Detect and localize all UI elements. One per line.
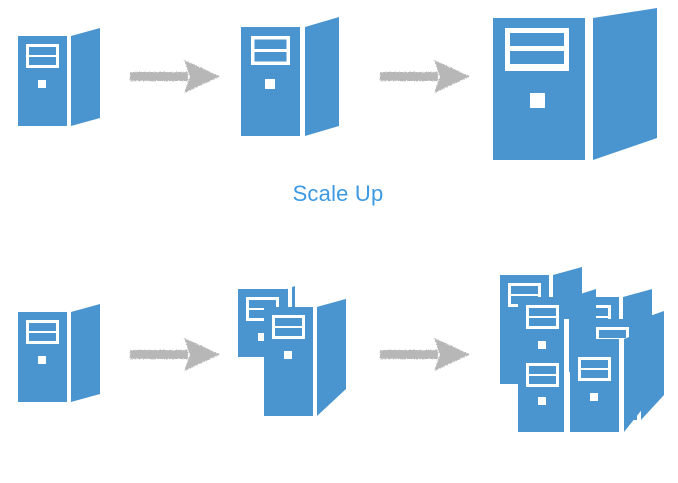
scale-up-row: Scale Up <box>0 0 678 241</box>
server-icon <box>493 8 657 160</box>
caption-scale-up: Scale Up <box>0 181 678 207</box>
server-icon <box>18 304 100 402</box>
arrow-right-icon <box>380 338 470 371</box>
server-icon <box>241 17 339 136</box>
server-icon <box>18 28 100 126</box>
arrow-right-icon <box>130 60 220 93</box>
scale-up-stage-1-single-server-small <box>18 28 100 126</box>
caption-scale-up-label: Scale Up <box>292 181 384 206</box>
scale-up-stage-2-single-server-medium <box>241 17 339 136</box>
server-cluster-icon <box>238 286 346 416</box>
scale-up-stage-3-single-server-large <box>493 8 657 160</box>
scale-out-stage-3-four-server-cluster <box>492 267 664 432</box>
arrow-right-icon <box>380 60 470 93</box>
scale-out-stage-1-single-server <box>18 304 100 402</box>
arrow-right-icon <box>130 338 220 371</box>
cluster-server-3-front <box>570 331 644 432</box>
server-cluster-icon <box>500 267 664 432</box>
arrow-1 <box>128 58 224 96</box>
cluster-server-front-lower <box>264 299 346 416</box>
arrow-2 <box>378 58 474 96</box>
scale-out-row: Scale Out <box>0 241 678 483</box>
scale-out-stage-2-two-server-cluster <box>238 281 370 416</box>
arrow-4 <box>378 336 474 374</box>
arrow-3 <box>128 336 224 374</box>
